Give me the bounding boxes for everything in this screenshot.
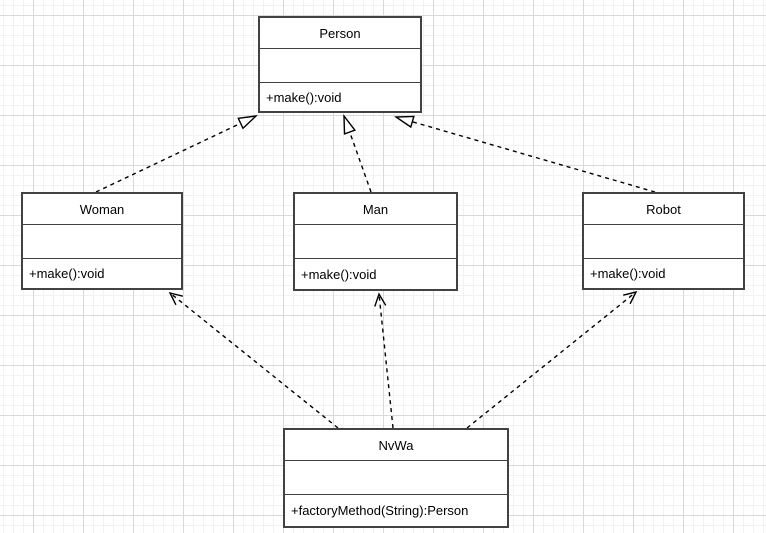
class-box-robot[interactable]: Robot +make():void bbox=[582, 192, 745, 290]
class-title: NvWa bbox=[378, 437, 414, 453]
edge-dependency-nvwa-woman[interactable] bbox=[168, 291, 339, 429]
class-attributes-section bbox=[584, 224, 743, 258]
edge-realization-man-person[interactable] bbox=[344, 116, 372, 193]
class-methods-section: +make():void bbox=[584, 258, 743, 288]
class-box-nvwa[interactable]: NvWa +factoryMethod(String):Person bbox=[283, 428, 509, 528]
class-methods-section: +make():void bbox=[295, 258, 456, 289]
class-methods-section: +make():void bbox=[23, 258, 181, 288]
class-methods-section: +make():void bbox=[260, 82, 420, 111]
class-attributes-section bbox=[23, 224, 181, 258]
edge-dependency-nvwa-man[interactable] bbox=[374, 292, 394, 429]
class-attributes-section bbox=[295, 224, 456, 258]
class-box-woman[interactable]: Woman +make():void bbox=[21, 192, 183, 290]
class-methods-section: +factoryMethod(String):Person bbox=[285, 494, 507, 526]
class-title: Man bbox=[362, 201, 389, 217]
class-attributes-section bbox=[285, 460, 507, 494]
edge-realization-woman-person[interactable] bbox=[95, 116, 256, 193]
edge-realization-robot-person[interactable] bbox=[396, 117, 656, 193]
edge-dependency-nvwa-robot[interactable] bbox=[466, 290, 638, 429]
class-box-person[interactable]: Person +make():void bbox=[258, 16, 422, 113]
class-attributes-section bbox=[260, 48, 420, 82]
class-title: Woman bbox=[79, 201, 125, 217]
class-box-man[interactable]: Man +make():void bbox=[293, 192, 458, 291]
class-title: Robot bbox=[646, 201, 681, 217]
class-title: Person bbox=[319, 25, 361, 41]
